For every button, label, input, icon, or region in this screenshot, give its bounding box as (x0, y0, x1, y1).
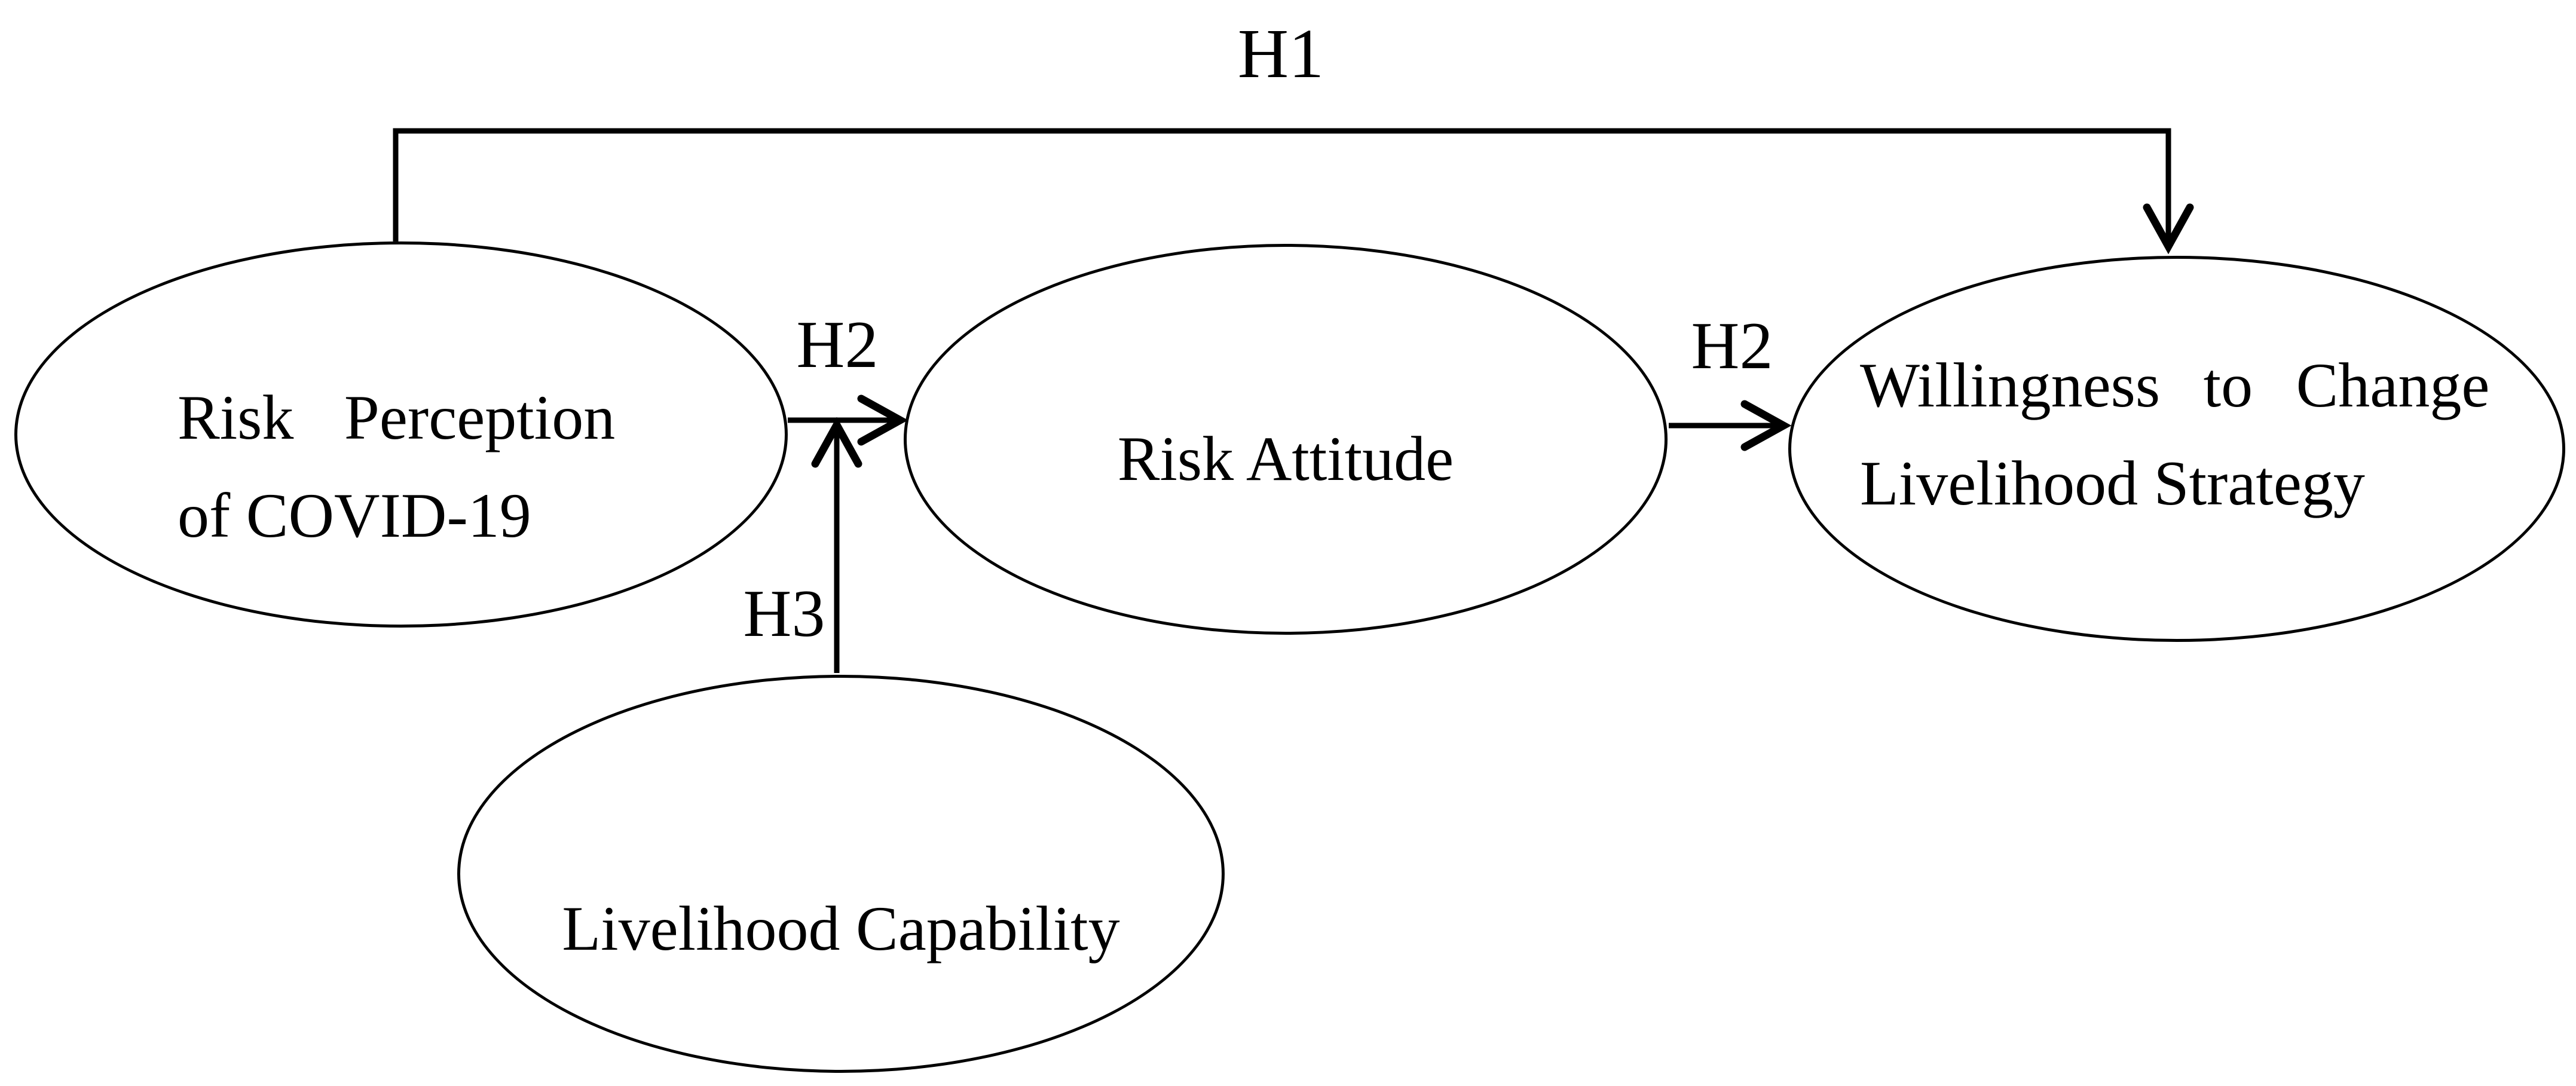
node-risk-perception: Risk Perception of COVID-19 (14, 241, 788, 628)
arrowhead-up-icon (811, 417, 862, 468)
node-willingness-text: Willingness to Change Livelihood Strateg… (1860, 336, 2494, 533)
edge-h2a-arrow (788, 394, 908, 446)
node-risk-attitude-text: Risk Attitude (1117, 424, 1454, 494)
node-risk-perception-line2: of COVID-19 (178, 481, 531, 550)
label-h1: H1 (1237, 14, 1324, 93)
node-willingness: Willingness to Change Livelihood Strateg… (1788, 256, 2565, 642)
edge-h2b-arrow (1669, 400, 1792, 451)
node-willingness-line2: Livelihood Strategy (1860, 448, 2365, 518)
node-risk-perception-text: Risk Perception of COVID-19 (178, 369, 625, 565)
arrowhead-down-icon (2143, 203, 2194, 255)
node-livelihood-capability: Livelihood Capability (457, 675, 1225, 1073)
arrowhead-right-icon (1740, 400, 1792, 451)
label-h2-left: H2 (796, 308, 879, 382)
edge-h1-arrow (393, 128, 2194, 255)
node-risk-attitude: Risk Attitude (904, 244, 1668, 635)
node-willingness-line1: Willingness to Change (1860, 350, 2490, 420)
label-h2-right: H2 (1691, 309, 1773, 383)
label-h3: H3 (743, 577, 825, 651)
node-risk-perception-line1: Risk Perception (178, 383, 616, 452)
node-livelihood-capability-text: Livelihood Capability (562, 894, 1120, 963)
arrowhead-right-icon (857, 394, 908, 446)
